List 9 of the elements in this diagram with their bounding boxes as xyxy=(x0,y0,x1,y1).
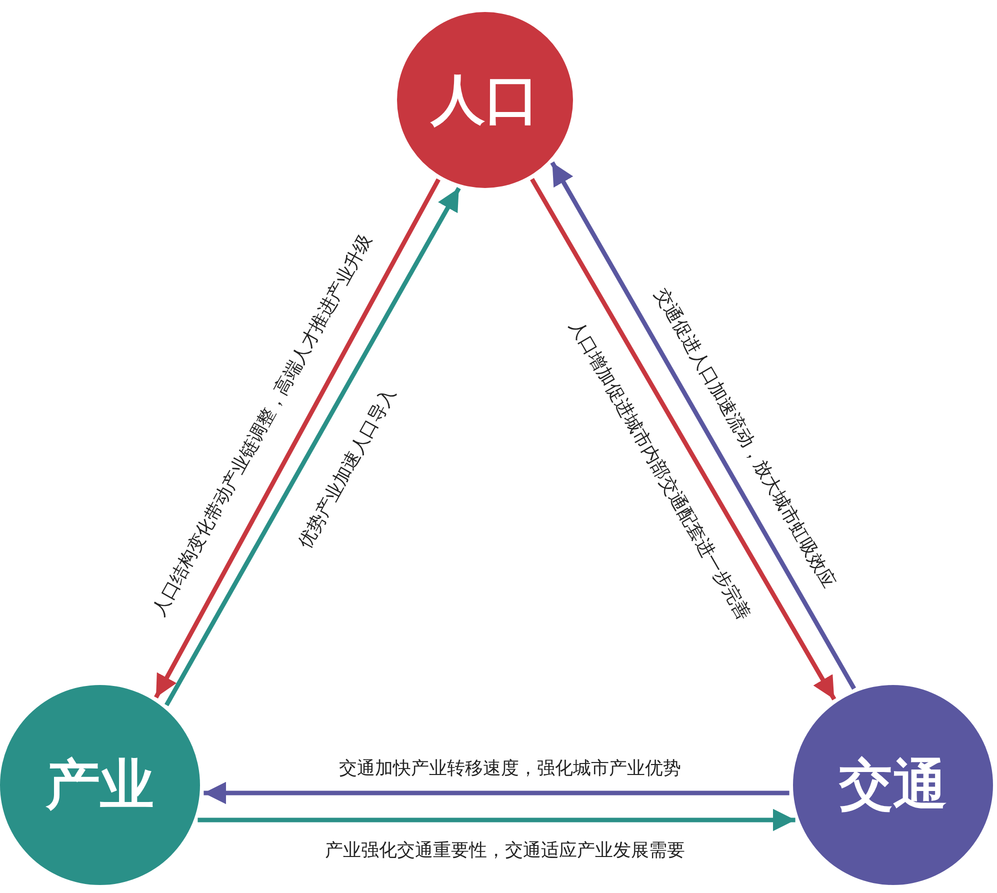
edge-label: 产业强化交通重要性，交通适应产业发展需要 xyxy=(323,838,687,862)
node-label: 人口 xyxy=(431,66,539,132)
arrow xyxy=(550,161,856,690)
arrow xyxy=(198,808,796,832)
edge-label: 交通加快产业转移速度，强化城市产业优势 xyxy=(337,756,683,780)
arrow xyxy=(530,178,836,700)
arrow xyxy=(204,782,790,804)
node-label: 产业 xyxy=(46,752,154,818)
node-label: 交通 xyxy=(839,752,947,818)
